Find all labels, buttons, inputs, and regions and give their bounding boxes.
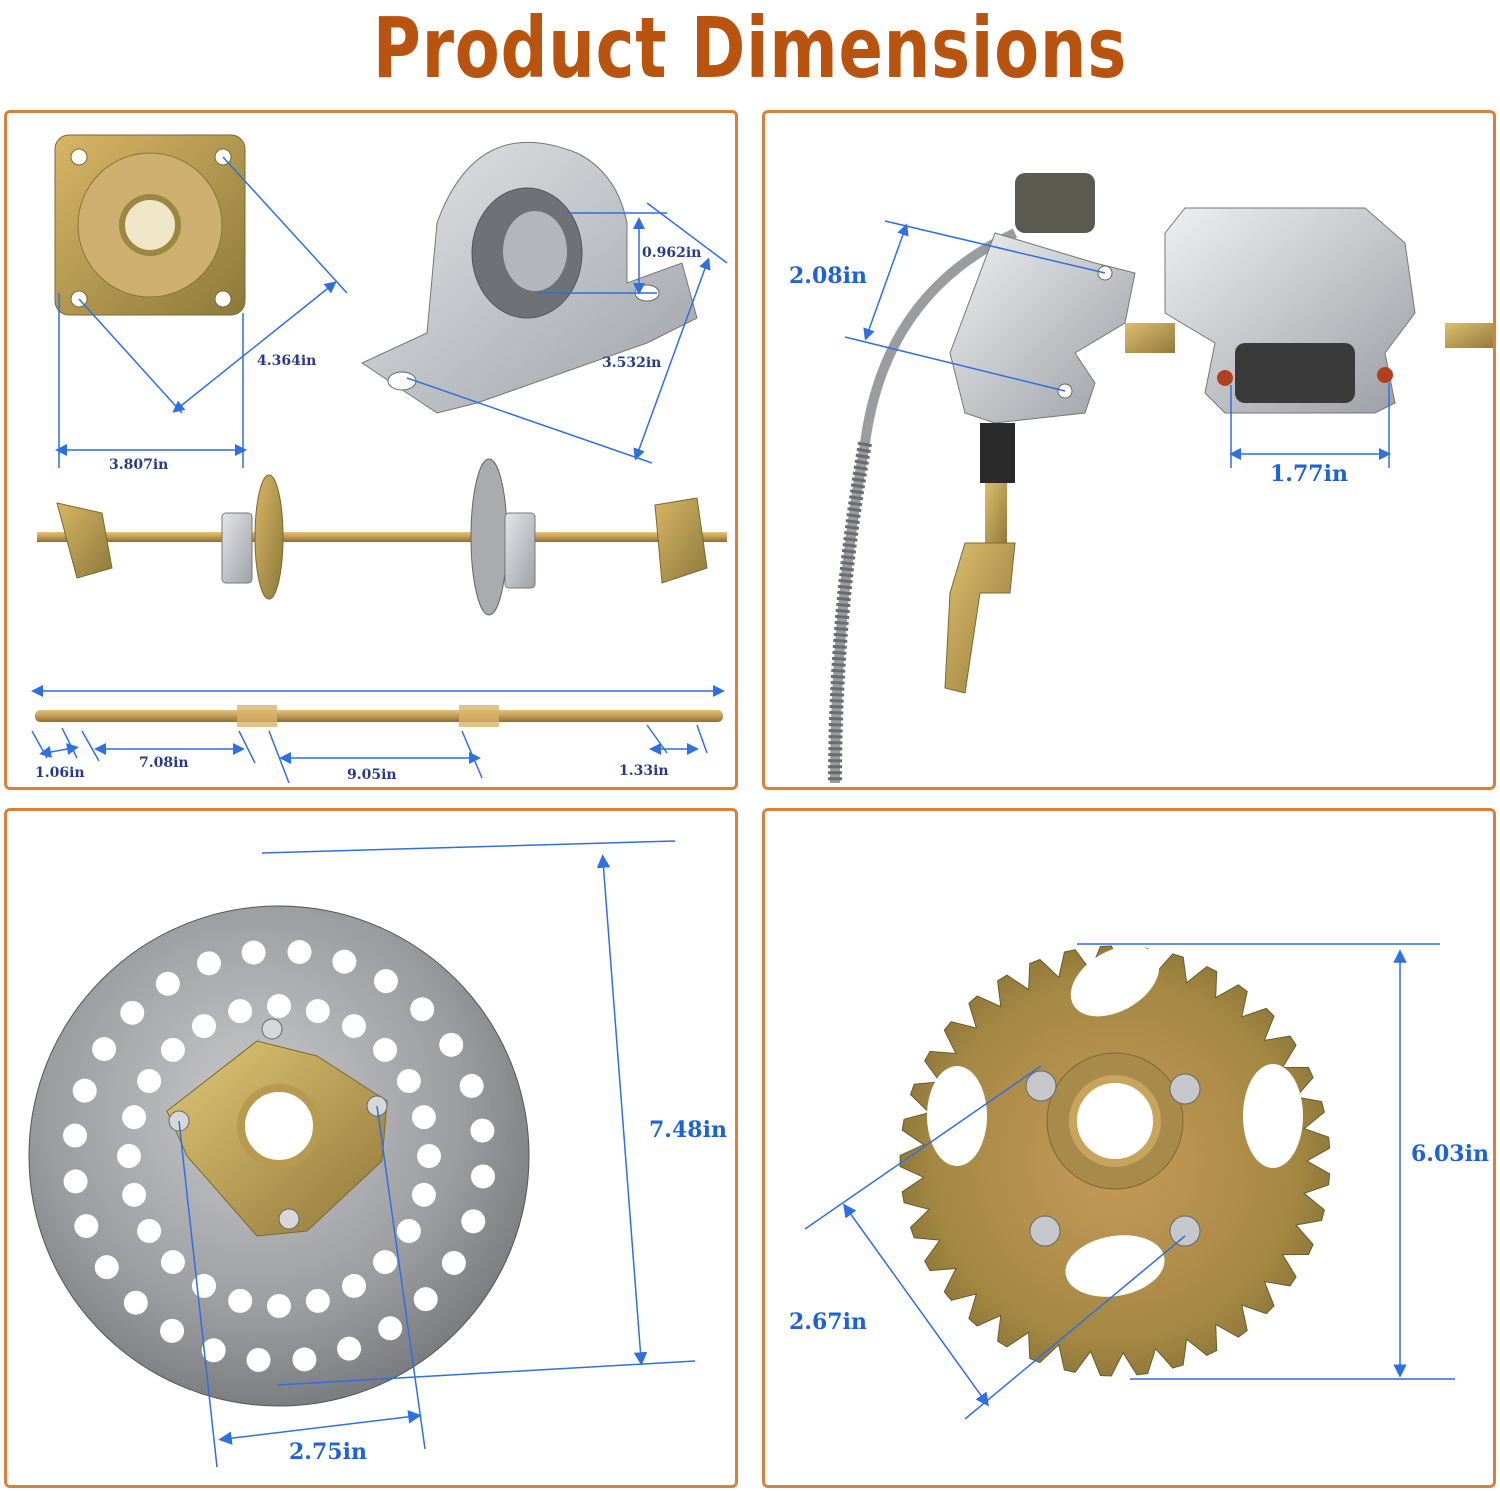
pillow-block-bearing [360,141,698,414]
disc-hole [74,1214,99,1239]
hub-width-label: 3.807in [109,457,169,473]
hub-flange [54,134,246,316]
axle-assembly-panel: 3.807in 4.364in 0.962in 3.532in 1.06in 7… [4,110,738,790]
disc-hole [439,1032,464,1057]
disc-hole [373,1250,398,1275]
brake-disc [28,905,530,1407]
disc-hole [378,1316,403,1341]
disc-hole [241,940,266,965]
disc-hole [267,1294,291,1318]
disc-hole [160,1250,185,1275]
disc-hole [292,1347,317,1372]
sprocket-illustration [804,943,1455,1420]
sprocket [899,945,1331,1377]
brake-caliper [1125,207,1493,414]
disc-hole [470,1118,495,1143]
disc-hole [411,1105,436,1130]
disc-hole [461,1209,486,1234]
disc-hole [92,1037,117,1062]
disc-hole [396,1219,421,1243]
disc-hole [305,1288,330,1313]
brake-disc-panel: 7.48in 2.75in [4,808,738,1488]
brake-system-illustration [828,173,1493,784]
brake-disc-illustration [28,840,696,1468]
disc-hole [373,1037,398,1062]
disc-hole [342,1014,366,1039]
disc-hole [120,1000,145,1025]
sprocket-bolt-spacing-label: 2.67in [789,1309,867,1335]
disc-hole [413,1287,438,1312]
disc-hole [411,1182,436,1207]
disc-hole [201,1338,226,1363]
disc-hole [137,1219,162,1243]
hub-bolt-spacing-label: 2.75in [289,1439,367,1465]
bare-shaft [35,705,723,727]
disc-hole [122,1105,147,1130]
disc-hole [122,1182,147,1207]
hub-diagonal-label: 4.364in [257,353,317,369]
disc-hole [72,1078,97,1103]
disc-hole [123,1290,148,1315]
master-cylinder [944,173,1136,694]
disc-hole [267,994,291,1018]
disc-hole [332,949,357,974]
disc-hole [94,1255,119,1280]
disc-hole [305,999,330,1024]
brake-system-panel: 2.08in 1.77in [762,110,1496,790]
disc-hole [459,1073,484,1098]
disc-hole [417,1144,441,1168]
disc-hole [228,1288,253,1313]
disc-hole [196,951,221,976]
bearing-bore-label: 0.962in [642,245,702,261]
disc-hole [63,1123,88,1148]
disc-diameter-label: 7.48in [649,1117,727,1143]
disc-hole [373,969,398,994]
disc-hole [137,1069,162,1093]
disc-hole [155,971,180,996]
disc-hole [160,1318,185,1343]
disc-hole [246,1347,271,1372]
disc-hole [287,940,312,965]
spline-a-label: 7.08in [139,755,189,771]
caliper-mount-label: 1.77in [1270,461,1348,487]
sprocket-panel: 6.03in 2.67in [762,808,1496,1488]
spline-b-label: 1.33in [619,763,669,779]
disc-hole [396,1069,421,1093]
assembled-axle [37,458,727,616]
disc-hole [117,1144,141,1168]
disc-hole [410,997,435,1022]
axle-assembly-illustration [31,134,728,784]
disc-hole [228,999,253,1024]
page-title: Product Dimensions [372,0,1128,97]
disc-hole [337,1336,362,1361]
shaft-end-label: 1.06in [35,765,85,781]
disc-hole [441,1250,466,1275]
sprocket-diameter-label: 6.03in [1411,1141,1489,1167]
disc-hole [470,1164,495,1189]
disc-hole [342,1273,366,1298]
middle-label: 9.05in [347,767,397,783]
disc-hole [63,1169,88,1194]
disc-hole [192,1014,216,1039]
bearing-length-label: 3.532in [602,355,662,371]
disc-hole [160,1037,185,1062]
master-cylinder-holes-label: 2.08in [789,263,867,289]
